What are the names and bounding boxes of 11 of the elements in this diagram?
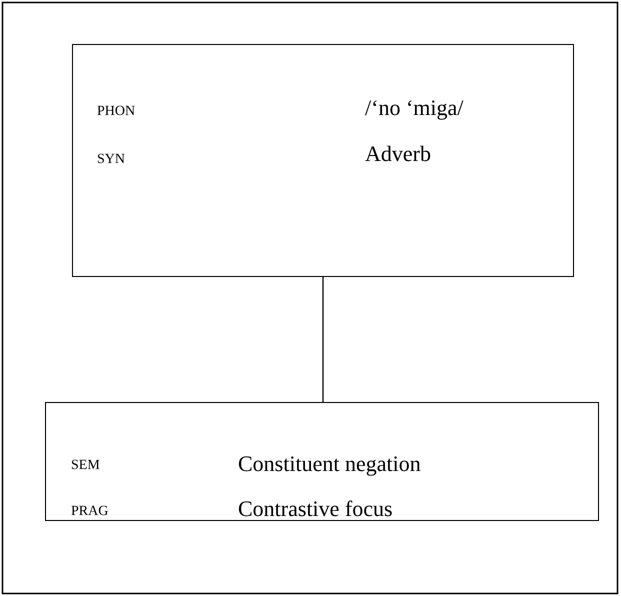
feature-label: PRAG: [71, 505, 108, 519]
feature-value: Adverb: [365, 143, 431, 165]
feature-label: PHON: [97, 105, 136, 119]
connector-line: [322, 277, 324, 402]
feature-value: /‘no ‘miga/: [365, 97, 464, 119]
feature-box: [45, 402, 599, 521]
feature-value: Contrastive focus: [238, 498, 393, 520]
feature-label: SEM: [71, 459, 100, 473]
feature-value: Constituent negation: [238, 453, 421, 475]
feature-label: SYN: [97, 153, 126, 167]
feature-box: [72, 44, 574, 277]
